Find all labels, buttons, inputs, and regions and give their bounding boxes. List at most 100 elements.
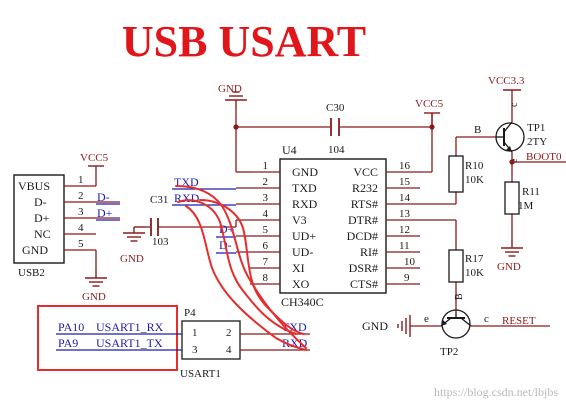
- ch340c-pin-name: RXD: [292, 197, 318, 211]
- tp2-collector-label: c: [484, 313, 489, 325]
- tp2-ref: TP2: [440, 346, 458, 358]
- gnd-r11-symbol: [500, 239, 524, 257]
- page-title: USB USART: [122, 17, 366, 66]
- p4-left-net-wires: [56, 333, 182, 351]
- ch340c-pin-name: RI#: [360, 245, 378, 259]
- ch340c-pin-name: VCC: [353, 165, 378, 179]
- top-rail-wires: [235, 108, 433, 173]
- c30-value: 104: [328, 144, 345, 156]
- usb-pin-num: 5: [78, 238, 84, 250]
- ch340c-pin-num: 9: [404, 272, 410, 284]
- tp2-transistor: [440, 309, 472, 339]
- ch340c-pin-name: DTR#: [348, 213, 378, 227]
- ch340c-pin-name: DSR#: [349, 261, 378, 275]
- usb-net-dminus: D-: [97, 190, 110, 204]
- c30-ref: C30: [326, 102, 345, 114]
- vcc5-usb-label: VCC5: [80, 152, 109, 164]
- tp2-base-label: B: [454, 293, 465, 300]
- r11-resistor: [504, 181, 520, 215]
- ch340c-pin-num: 3: [263, 192, 269, 204]
- p4-highlight-box: [37, 305, 178, 371]
- ch340c-pin-num: 7: [263, 256, 269, 268]
- usb-pin-num: 3: [78, 206, 84, 218]
- ch340c-body: [279, 158, 387, 294]
- reset-net-label: RESET: [502, 315, 536, 327]
- p4-net-pa10: PA10: [58, 320, 84, 334]
- ch340c-pin-name: R232: [352, 181, 378, 195]
- annotation-curve: [177, 199, 297, 335]
- ch340c-pin-num: 15: [399, 176, 411, 188]
- tp1-emitter-label: e: [509, 158, 520, 163]
- ch340c-pin-name: XI: [292, 261, 305, 275]
- gnd-tp2-symbol: [397, 315, 411, 337]
- annotation-curve: [199, 199, 305, 335]
- ch340c-right-pin-stubs: [386, 171, 456, 285]
- usb-pin-stubs: [64, 166, 120, 270]
- vcc5-top-label: VCC5: [415, 98, 444, 110]
- p4-pin-num: 4: [226, 344, 232, 356]
- ch340c-pin-num: 11: [399, 240, 410, 252]
- usb-ref: USB2: [18, 267, 45, 279]
- tp1-base-label: B: [474, 124, 481, 136]
- ch340c-ref: U4: [282, 143, 297, 157]
- ch340c-pin-num: 16: [399, 160, 411, 172]
- ch340c-pin-num: 6: [263, 240, 269, 252]
- annotation-curve: [185, 205, 307, 351]
- tp1-transistor: [495, 121, 525, 153]
- usb-pin-num: 2: [78, 190, 84, 202]
- tp1-wires: [511, 90, 566, 240]
- ch340c-pin-num: 14: [399, 192, 411, 204]
- c31-capacitor: [150, 218, 159, 236]
- r17-value: 10K: [465, 267, 484, 279]
- ch340c-pin-name: DCD#: [347, 229, 378, 243]
- c31-wires: [146, 220, 237, 228]
- vcc33-label: VCC3.3: [488, 75, 525, 87]
- gnd-label: GND: [120, 253, 144, 265]
- usb-pin-name: D-: [34, 195, 47, 209]
- boot0-net-label: BOOT0: [526, 151, 562, 163]
- r10-value: 10K: [465, 174, 484, 186]
- gnd-c31-symbol: [123, 226, 146, 242]
- usb-connector: USB2: [13, 174, 65, 279]
- usb-pin-name: VBUS: [18, 179, 50, 193]
- p4-pin-num: 3: [192, 344, 198, 356]
- p4-net-pa9: PA9: [58, 336, 78, 350]
- usb-body: [13, 174, 65, 264]
- ch340c-pin-num: 1: [263, 160, 269, 172]
- usb-pin-num: 4: [78, 222, 84, 234]
- junction-dot: [233, 124, 239, 130]
- ch340c-pin-num: 8: [263, 272, 269, 284]
- r17-resistor: [448, 249, 464, 283]
- ch340c-pin-name: UD+: [292, 229, 316, 243]
- vcc5-top-symbol: [424, 112, 440, 127]
- r17-ref: R17: [465, 253, 484, 265]
- ch340c-chip: U4 CH340C: [279, 143, 387, 309]
- p4-header-body: [181, 320, 241, 360]
- rts-r10-wires: [455, 136, 496, 204]
- gnd-label: GND: [218, 83, 242, 95]
- usb-pin-name: NC: [34, 227, 51, 241]
- crossover-annotation: [175, 185, 307, 351]
- ch340c-pin-name: GND: [292, 165, 318, 179]
- watermark: https://blog.csdn.net/lbjbs: [434, 385, 558, 399]
- tp1-part: 2TY: [527, 136, 547, 148]
- r11-ref: R11: [522, 186, 540, 198]
- usb-pin-name: GND: [22, 243, 48, 257]
- r11-value: 1M: [518, 200, 534, 212]
- ch340c-pin-num: 12: [399, 224, 410, 236]
- ch340c-pin-num: 10: [404, 256, 416, 268]
- ch340c-pin-num: 5: [263, 224, 269, 236]
- ch340c-left-pin-stubs: [236, 171, 280, 285]
- ch340c-pin-name: CTS#: [350, 277, 378, 291]
- ch340c-pin-name: RTS#: [351, 197, 378, 211]
- r10-ref: R10: [465, 160, 484, 172]
- p4-pin-num: 1: [192, 327, 198, 339]
- p4-net-usart1-rx: USART1_RX: [96, 320, 164, 334]
- ch340c-pin-name: XO: [292, 277, 310, 291]
- c31-ref: C31: [150, 194, 168, 206]
- ch340c-pin-name: V3: [292, 213, 307, 227]
- p4-net-rxd: RXD: [282, 336, 308, 350]
- ch340c-pin-num: 4: [263, 208, 269, 220]
- usb-net-dplus: D+: [97, 206, 113, 220]
